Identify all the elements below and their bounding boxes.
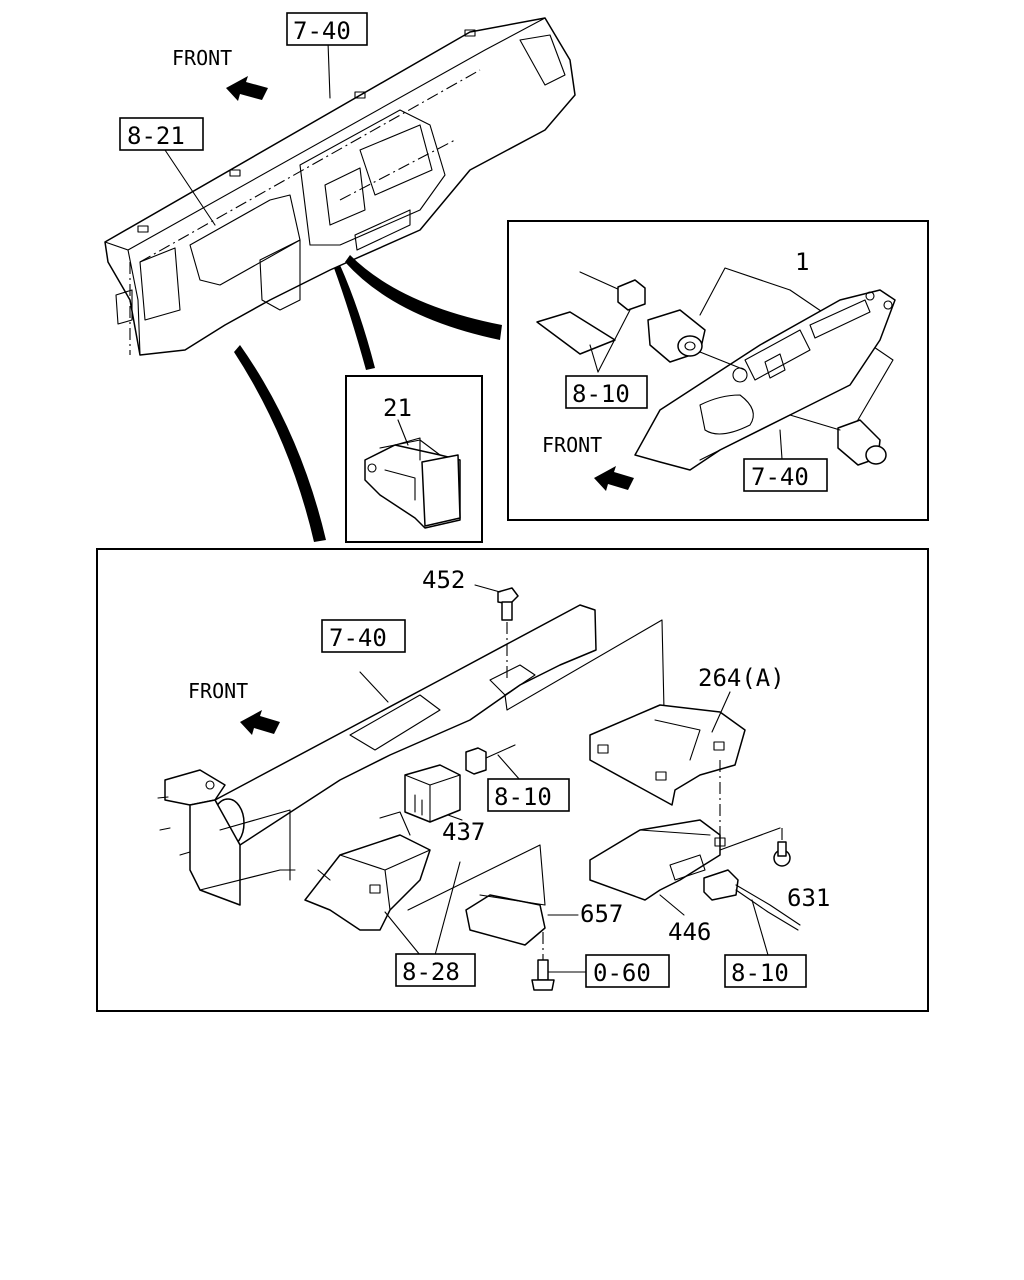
front-label-inset: FRONT xyxy=(542,433,602,457)
leader-7-40-inset xyxy=(779,429,783,460)
cylinder-switch-2 xyxy=(789,414,887,466)
leader-7-40-top xyxy=(327,41,331,99)
front-arrow-inset-icon xyxy=(594,466,634,491)
lower-bracket xyxy=(304,811,431,931)
ref-8-10-inset: 8-10 xyxy=(572,380,630,408)
ref-7-40-top: 7-40 xyxy=(293,17,351,45)
ref-8-10-bottom-b: 8-10 xyxy=(731,959,789,987)
ref-box-0-60 xyxy=(585,954,670,988)
callout-wedge-right-inset xyxy=(345,255,502,340)
part-21-label: 21 xyxy=(383,394,412,422)
part-657-label: 657 xyxy=(580,900,623,928)
leader-8-10-bottom-b xyxy=(751,899,769,956)
leader-8-21 xyxy=(164,149,216,226)
leader-452 xyxy=(474,584,501,593)
ref-7-40-bottom: 7-40 xyxy=(329,624,387,652)
part-264a-label: 264(A) xyxy=(698,664,785,692)
ref-box-8-10-bottom-b xyxy=(724,954,807,988)
leader-657-frame xyxy=(407,844,546,911)
cylinder-switch-1 xyxy=(647,309,746,371)
part-446-label: 446 xyxy=(668,918,711,946)
label-sheet xyxy=(536,311,616,355)
leader-21 xyxy=(397,419,409,446)
dashboard-assembly xyxy=(104,17,576,356)
ref-8-21: 8-21 xyxy=(127,122,185,150)
harness-connector xyxy=(703,869,801,931)
leader-8-28-b xyxy=(434,861,461,956)
bolt-452 xyxy=(497,587,519,621)
ref-box-7-40-bottom xyxy=(321,619,406,653)
bottom-frame xyxy=(96,548,929,1012)
left-bracket xyxy=(157,769,296,906)
switch-part-21 xyxy=(364,437,461,529)
switch-inset-frame xyxy=(345,375,483,543)
ref-box-7-40-inset xyxy=(743,458,828,492)
callout-wedge-switch xyxy=(334,265,375,370)
ref-box-8-10-inset xyxy=(565,375,648,409)
bracket-264a xyxy=(589,704,746,806)
part-1-label: 1 xyxy=(795,248,809,276)
leader-264a xyxy=(711,691,731,733)
part-452-label: 452 xyxy=(422,566,465,594)
part-437-label: 437 xyxy=(442,818,485,846)
relay-connector xyxy=(465,744,516,775)
module-446 xyxy=(589,819,726,901)
front-arrow-top-icon xyxy=(226,76,268,101)
leader-446 xyxy=(659,894,685,916)
leader-631-line xyxy=(719,827,781,851)
leader-437 xyxy=(447,814,463,821)
screw-631 xyxy=(773,841,791,867)
ref-8-28: 8-28 xyxy=(402,958,460,986)
ref-box-8-10-bottom-a xyxy=(487,778,570,812)
leader-8-10-b xyxy=(589,344,599,373)
part-631-label: 631 xyxy=(787,884,830,912)
ref-7-40-inset: 7-40 xyxy=(751,463,809,491)
panel-assembly-7-40 xyxy=(634,289,896,471)
right-inset-frame xyxy=(507,220,929,521)
front-label-bottom: FRONT xyxy=(188,679,248,703)
callout-wedge-bottom xyxy=(234,345,326,542)
front-label-top: FRONT xyxy=(172,46,232,70)
relay-437 xyxy=(404,764,461,823)
leader-1-left xyxy=(699,267,791,316)
ref-8-10-bottom-a: 8-10 xyxy=(494,783,552,811)
leader-8-10-bottom-a xyxy=(497,754,521,781)
ref-box-7-40-top xyxy=(286,12,368,46)
connector-part xyxy=(579,271,646,311)
ref-box-8-28 xyxy=(395,953,476,987)
leader-8-28-a xyxy=(384,911,421,956)
ref-0-60: 0-60 xyxy=(593,959,651,987)
leader-7-40-bottom xyxy=(359,671,389,703)
leader-8-10-a xyxy=(597,309,631,373)
panel-657 xyxy=(465,894,546,946)
front-arrow-bottom-icon xyxy=(240,710,280,735)
bolt-0-60 xyxy=(531,959,555,991)
ref-box-8-21 xyxy=(119,117,204,151)
